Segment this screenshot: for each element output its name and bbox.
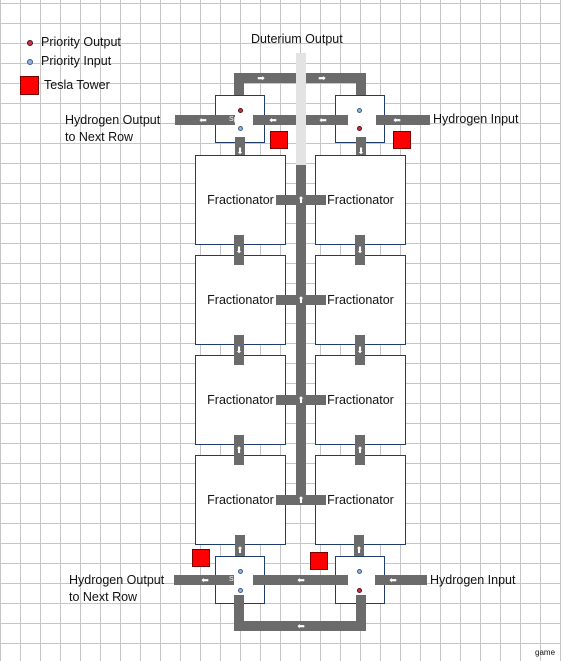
bottom-loop-belt	[234, 621, 366, 631]
belt-segment	[354, 535, 364, 565]
priority-input-marker	[238, 569, 243, 574]
arrow-down-icon: ⬇	[235, 245, 243, 255]
priority-input-marker	[238, 126, 243, 131]
arrow-down-icon: ⬇	[357, 146, 365, 156]
belt-segment	[235, 535, 245, 565]
fractionator-output-feeder	[276, 495, 327, 505]
arrow-left-icon: ⬅	[297, 621, 305, 631]
hydrogen-input-bottom-label: Hydrogen Input	[430, 573, 516, 587]
fractionator-row4-right: Fractionator	[315, 455, 406, 545]
arrow-up-icon: ⬆	[356, 445, 364, 455]
fractionator-row4-left: Fractionator	[195, 455, 286, 545]
top-loop-drop-right	[356, 73, 366, 107]
arrow-left-icon: ⬅	[393, 115, 401, 125]
priority-output-marker	[238, 108, 243, 113]
priority-output-marker	[357, 588, 362, 593]
fractionator-row3-right: Fractionator	[315, 355, 406, 445]
arrow-up-icon: ⬆	[297, 495, 305, 505]
watermark: game	[535, 648, 556, 657]
belt-segment	[234, 335, 244, 365]
tesla-tower-icon	[393, 131, 411, 149]
arrow-left-icon: ⬅	[199, 115, 207, 125]
deuterium-output-belt-top	[296, 53, 306, 165]
arrow-left-icon: ⬅	[269, 115, 277, 125]
hydrogen-output-bottom-label: Hydrogen Output to Next Row	[69, 573, 165, 604]
arrow-left-icon: ⬅	[319, 115, 327, 125]
arrow-right-icon: ➡	[318, 73, 326, 83]
arrow-down-icon: ⬇	[236, 146, 244, 156]
top-loop-belt-left	[234, 73, 296, 83]
belt-segment	[355, 435, 365, 465]
bottom-splitter-link-belt	[253, 575, 348, 585]
arrow-right-icon: ➡	[257, 73, 265, 83]
arrow-left-icon: ⬅	[297, 575, 305, 585]
top-loop-belt-right	[306, 73, 366, 83]
deuterium-output-belt	[296, 165, 306, 505]
hydrogen-input-bottom-belt	[375, 575, 427, 585]
splitter-label: Splitter	[229, 576, 251, 583]
belt-segment	[356, 137, 366, 167]
bottom-loop-drop-left	[234, 595, 244, 631]
hydrogen-output-top-belt	[175, 115, 235, 125]
fractionator-output-feeder	[276, 195, 327, 205]
deuterium-output-label: Duterium Output	[251, 32, 343, 46]
belt-segment	[234, 435, 244, 465]
legend-priority-output: Priority Output	[41, 35, 121, 49]
priority-output-marker	[357, 126, 362, 131]
priority-input-marker	[357, 108, 362, 113]
hydrogen-input-top-belt	[376, 115, 430, 125]
splitter-label: Splitter	[348, 116, 370, 123]
fractionator-row3-left: Fractionator	[195, 355, 286, 445]
belt-segment	[235, 137, 245, 167]
fractionator-row2-right: Fractionator	[315, 255, 406, 345]
tesla-tower-icon	[192, 549, 210, 567]
hydrogen-input-top-label: Hydrogen Input	[433, 112, 519, 126]
top-loop-drop-left	[234, 73, 244, 107]
fractionator-output-feeder	[276, 295, 327, 305]
arrow-up-icon: ⬆	[235, 445, 243, 455]
arrow-up-icon: ⬆	[297, 195, 305, 205]
bottom-loop-drop-right	[356, 595, 366, 631]
fractionator-row2-left: Fractionator	[195, 255, 286, 345]
hydrogen-output-top-label: Hydrogen Output to Next Row	[65, 113, 161, 144]
priority-input-legend-dot	[27, 59, 33, 65]
arrow-left-icon: ⬅	[201, 575, 209, 585]
fractionator-output-feeder	[276, 395, 327, 405]
arrow-down-icon: ⬇	[356, 245, 364, 255]
priority-input-marker	[238, 588, 243, 593]
arrow-up-icon: ⬆	[236, 545, 244, 555]
belt-segment	[355, 335, 365, 365]
arrow-down-icon: ⬇	[356, 345, 364, 355]
splitter-label: Splitter	[348, 576, 370, 583]
legend-priority-input: Priority Input	[41, 54, 112, 68]
belt-segment	[355, 235, 365, 265]
arrow-up-icon: ⬆	[355, 545, 363, 555]
arrow-down-icon: ⬇	[235, 345, 243, 355]
arrow-up-icon: ⬆	[297, 395, 305, 405]
splitter-label: Splitter	[229, 116, 251, 123]
hydrogen-output-bottom-belt	[174, 575, 234, 585]
tesla-tower-icon	[270, 131, 288, 149]
arrow-left-icon: ⬅	[389, 575, 397, 585]
belt-segment	[234, 235, 244, 265]
legend-tesla-tower: Tesla Tower	[44, 78, 110, 92]
priority-output-legend-dot	[27, 40, 33, 46]
tesla-tower-icon	[310, 552, 328, 570]
fractionator-row1-right: Fractionator	[315, 155, 406, 245]
tesla-tower-legend-icon	[20, 76, 39, 95]
arrow-up-icon: ⬆	[297, 295, 305, 305]
fractionator-row1-left: Fractionator	[195, 155, 286, 245]
priority-input-marker	[357, 569, 362, 574]
